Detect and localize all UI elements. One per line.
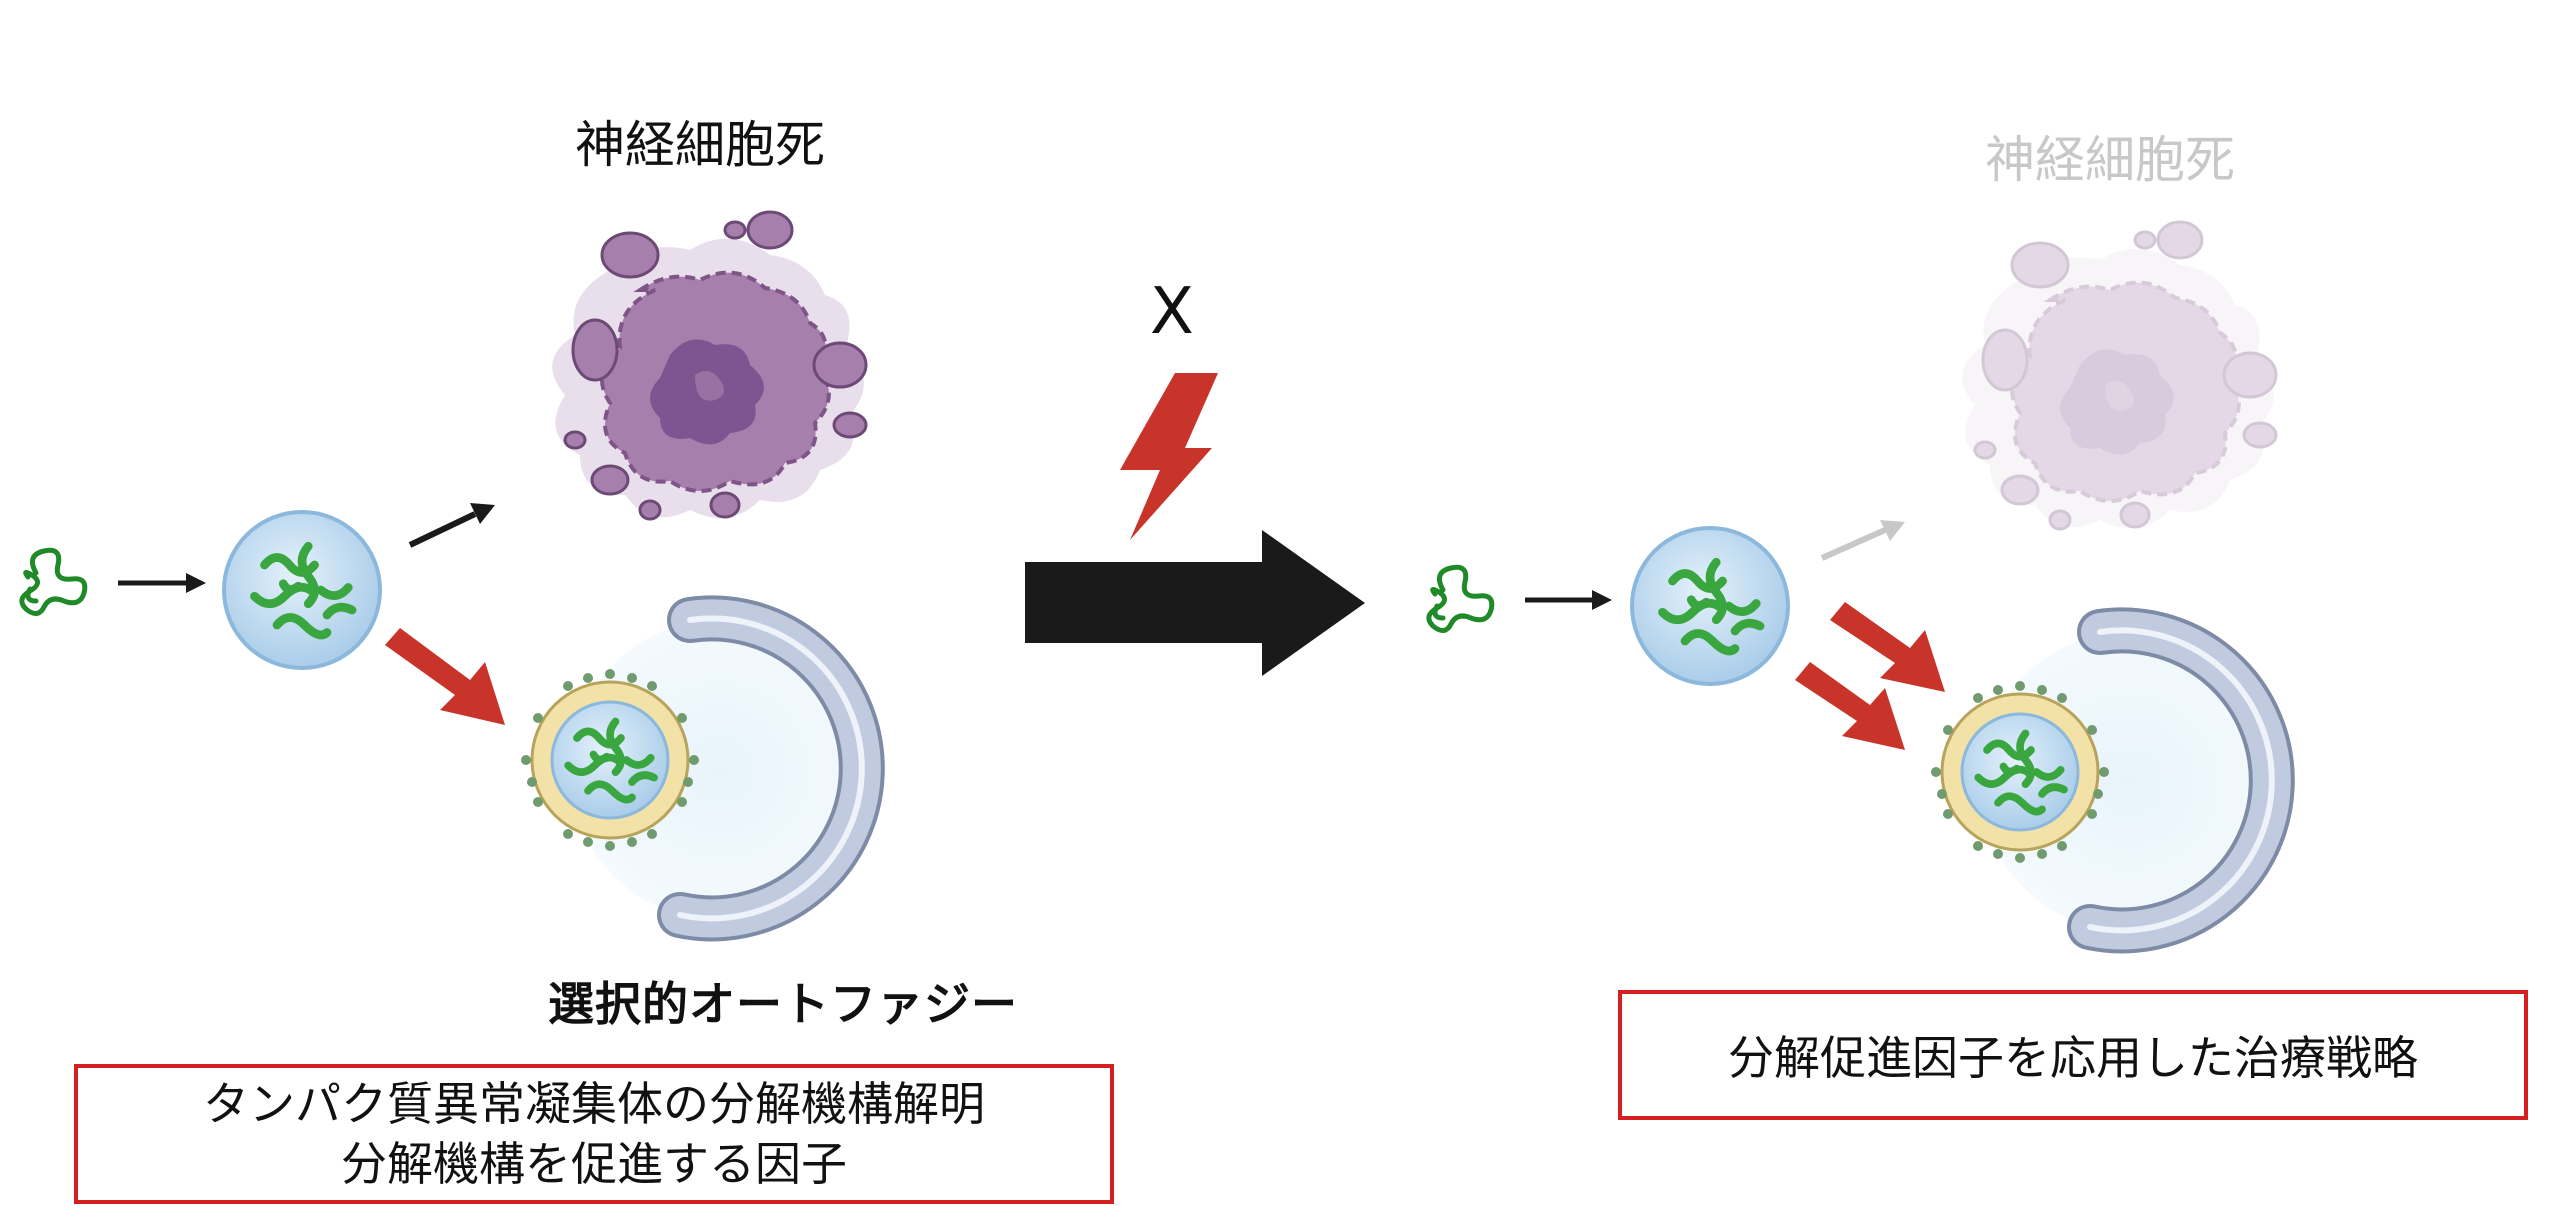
- lightning-icon: [1120, 373, 1218, 540]
- red-arrow-to-autophagy-right-2: [1795, 662, 1905, 750]
- arrow-to-death-right-faded: [1820, 520, 1905, 561]
- protein-coil-right: [1429, 567, 1492, 630]
- autophagosome-left: [521, 618, 870, 920]
- protein-coil-left: [22, 550, 85, 613]
- research-goal-box: タンパク質異常凝集体の分解機構解明 分解機構を促進する因子: [74, 1064, 1114, 1204]
- dying-neuron-left: [550, 210, 868, 521]
- inhibition-mark: X: [1150, 275, 1194, 349]
- red-arrow-to-autophagy-right-1: [1830, 602, 1945, 692]
- selective-autophagy-label: 選択的オートファジー: [548, 977, 1018, 1031]
- therapy-strategy-box: 分解促進因子を応用した治療戦略: [1618, 990, 2528, 1120]
- red-arrow-to-autophagy-left: [385, 628, 505, 725]
- neuron-death-label-left: 神経細胞死: [575, 116, 825, 174]
- arrow-to-death-left: [408, 503, 495, 548]
- arrow-coil-to-vesicle-left: [118, 573, 206, 593]
- big-black-arrow: [1025, 530, 1365, 676]
- research-goal-line-2: 分解機構を促進する因子: [341, 1137, 847, 1191]
- dying-neuron-right-faded: [1960, 220, 2278, 531]
- arrow-coil-to-vesicle-right: [1525, 590, 1612, 610]
- research-goal-line-1: タンパク質異常凝集体の分解機構解明: [203, 1077, 985, 1131]
- vesicle-right: [1630, 526, 1790, 686]
- neuron-death-label-right: 神経細胞死: [1985, 131, 2235, 189]
- therapy-strategy-line-1: 分解促進因子を応用した治療戦略: [1728, 1031, 2418, 1085]
- autophagosome-right: [1931, 630, 2280, 932]
- vesicle-left: [222, 510, 382, 670]
